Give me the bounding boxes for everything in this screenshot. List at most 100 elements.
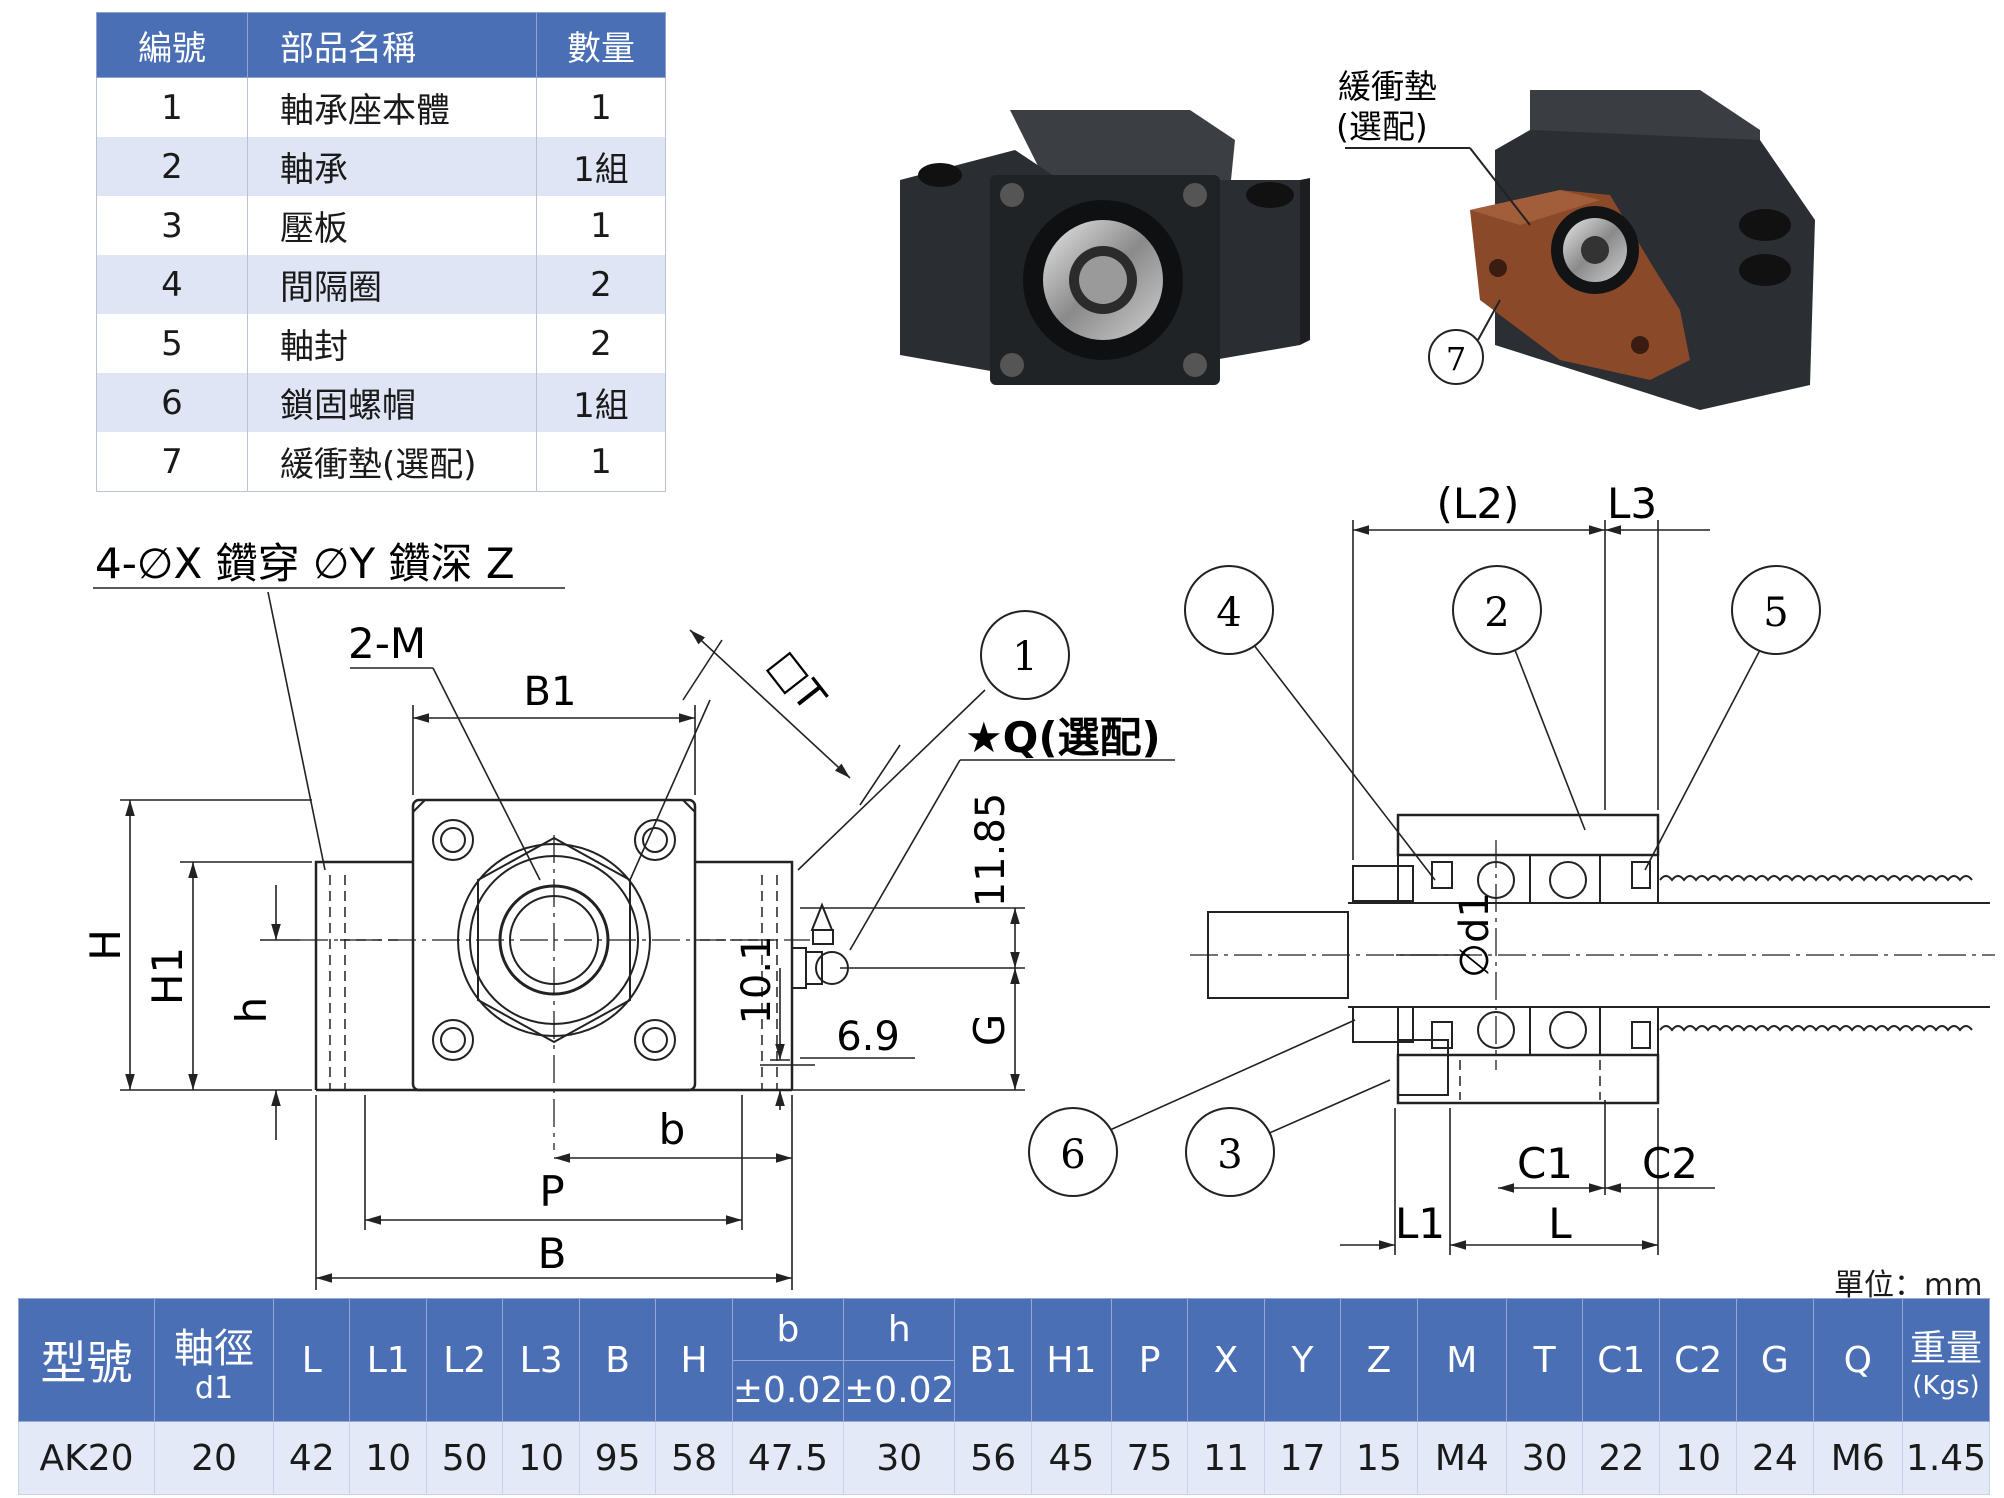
header-col: M — [1416, 1298, 1507, 1422]
callout-7: 7 — [1446, 340, 1466, 378]
header-col: B — [578, 1298, 657, 1422]
callout-circle — [1452, 565, 1542, 655]
dim-H: H — [81, 929, 130, 961]
cushion-label: 緩衝墊 — [1338, 67, 1437, 106]
cell-B1: 56 — [954, 1421, 1032, 1495]
cell-X: 11 — [1187, 1421, 1265, 1495]
cell-weight: 1.45 — [1902, 1421, 1990, 1495]
cell-L1: 10 — [349, 1421, 427, 1495]
row-qty: 1組 — [536, 137, 666, 196]
header-col: G — [1736, 1298, 1814, 1422]
cell-L2: 50 — [425, 1421, 504, 1495]
cell-T: 30 — [1505, 1421, 1584, 1495]
dim-H1: H1 — [143, 947, 192, 1005]
row-qty: 1組 — [536, 373, 666, 432]
tap-note: 2-M — [348, 619, 426, 668]
cell-Z: 15 — [1340, 1421, 1418, 1495]
cell-H1: 45 — [1030, 1421, 1112, 1495]
header-col: L1 — [349, 1298, 427, 1422]
callout-circle — [1185, 1107, 1275, 1197]
section-dimensions — [1109, 520, 1761, 1255]
cell-L3: 10 — [502, 1421, 580, 1495]
header-shaft-sub: d1 — [194, 1371, 234, 1406]
header-col: Z — [1340, 1298, 1418, 1422]
cell-P: 75 — [1110, 1421, 1189, 1495]
dim-B: B — [538, 1229, 567, 1278]
dim-10-1: 10.1 — [734, 935, 780, 1024]
dim-11-85: 11.85 — [968, 793, 1014, 908]
header-col: L — [272, 1298, 351, 1422]
row-qty: 2 — [536, 314, 666, 373]
drawing-canvas: 緩衝墊 (選配) 7 — [81, 67, 1995, 1290]
parts-table-header: 編號 部品名稱 數量 — [96, 12, 666, 78]
row-no: 2 — [96, 137, 248, 196]
spec-subheader-row: ±0.02 ±0.02 — [19, 1359, 1990, 1422]
cell-G: 24 — [1736, 1421, 1814, 1495]
dim-L: L — [1548, 1199, 1572, 1248]
callout-3: 3 — [1217, 1132, 1242, 1178]
cell-Q: M6 — [1812, 1421, 1904, 1495]
row-no: 3 — [96, 196, 248, 255]
header-weight-label: 重量 — [1909, 1328, 1982, 1369]
row-name: 緩衝墊(選配) — [247, 432, 537, 492]
row-no: 1 — [96, 77, 248, 137]
cell-B: 95 — [578, 1421, 657, 1495]
dim-T: □T — [760, 642, 835, 720]
cell-C1: 22 — [1582, 1421, 1661, 1495]
dim-d1: ∅d1 — [1452, 892, 1498, 978]
header-qty: 數量 — [536, 12, 666, 78]
dim-L1: L1 — [1395, 1199, 1445, 1248]
callout-2: 2 — [1484, 590, 1509, 636]
header-name: 部品名稱 — [247, 12, 537, 78]
dim-L3: L3 — [1607, 479, 1657, 528]
row-qty: 1 — [536, 196, 666, 255]
row-name: 壓板 — [247, 196, 537, 255]
header-col: T — [1505, 1298, 1584, 1422]
cell-M: M4 — [1416, 1421, 1507, 1495]
header-model: 型號 — [18, 1298, 155, 1422]
header-col: H — [655, 1298, 733, 1422]
callout-1: 1 — [1012, 634, 1037, 680]
callout-5: 5 — [1763, 590, 1788, 636]
dim-b: b — [659, 1105, 686, 1154]
cell-C2: 10 — [1659, 1421, 1738, 1495]
cell-b: 47.5 — [731, 1421, 845, 1495]
header-col: Q — [1812, 1298, 1904, 1422]
cushion-label-optional: (選配) — [1336, 107, 1428, 146]
cell-Y: 17 — [1263, 1421, 1342, 1495]
dim-P: P — [539, 1167, 564, 1216]
callout-circle — [1428, 329, 1484, 385]
cell-L: 42 — [272, 1421, 351, 1495]
dim-C1: C1 — [1517, 1139, 1573, 1188]
header-h: h — [843, 1298, 956, 1361]
dim-L2: (L2) — [1437, 479, 1520, 528]
header-col: X — [1187, 1298, 1265, 1422]
dim-G: G — [965, 1014, 1014, 1047]
callout-4: 4 — [1216, 590, 1241, 636]
row-name: 軸承座本體 — [247, 77, 537, 137]
row-qty: 2 — [536, 255, 666, 314]
header-col: Y — [1263, 1298, 1342, 1422]
header-no: 編號 — [96, 12, 248, 78]
header-weight-sub: (Kgs) — [1912, 1371, 1980, 1401]
row-name: 軸承 — [247, 137, 537, 196]
row-qty: 1 — [536, 77, 666, 137]
row-qty: 1 — [536, 432, 666, 492]
row-name: 軸封 — [247, 314, 537, 373]
row-no: 6 — [96, 373, 248, 432]
cushion-block-photo — [1470, 90, 1815, 410]
cell-d1: 20 — [154, 1421, 274, 1495]
dim-h: h — [227, 997, 276, 1024]
header-col: H1 — [1030, 1298, 1112, 1422]
callout-circle — [1731, 565, 1821, 655]
dim-C2: C2 — [1642, 1139, 1698, 1188]
